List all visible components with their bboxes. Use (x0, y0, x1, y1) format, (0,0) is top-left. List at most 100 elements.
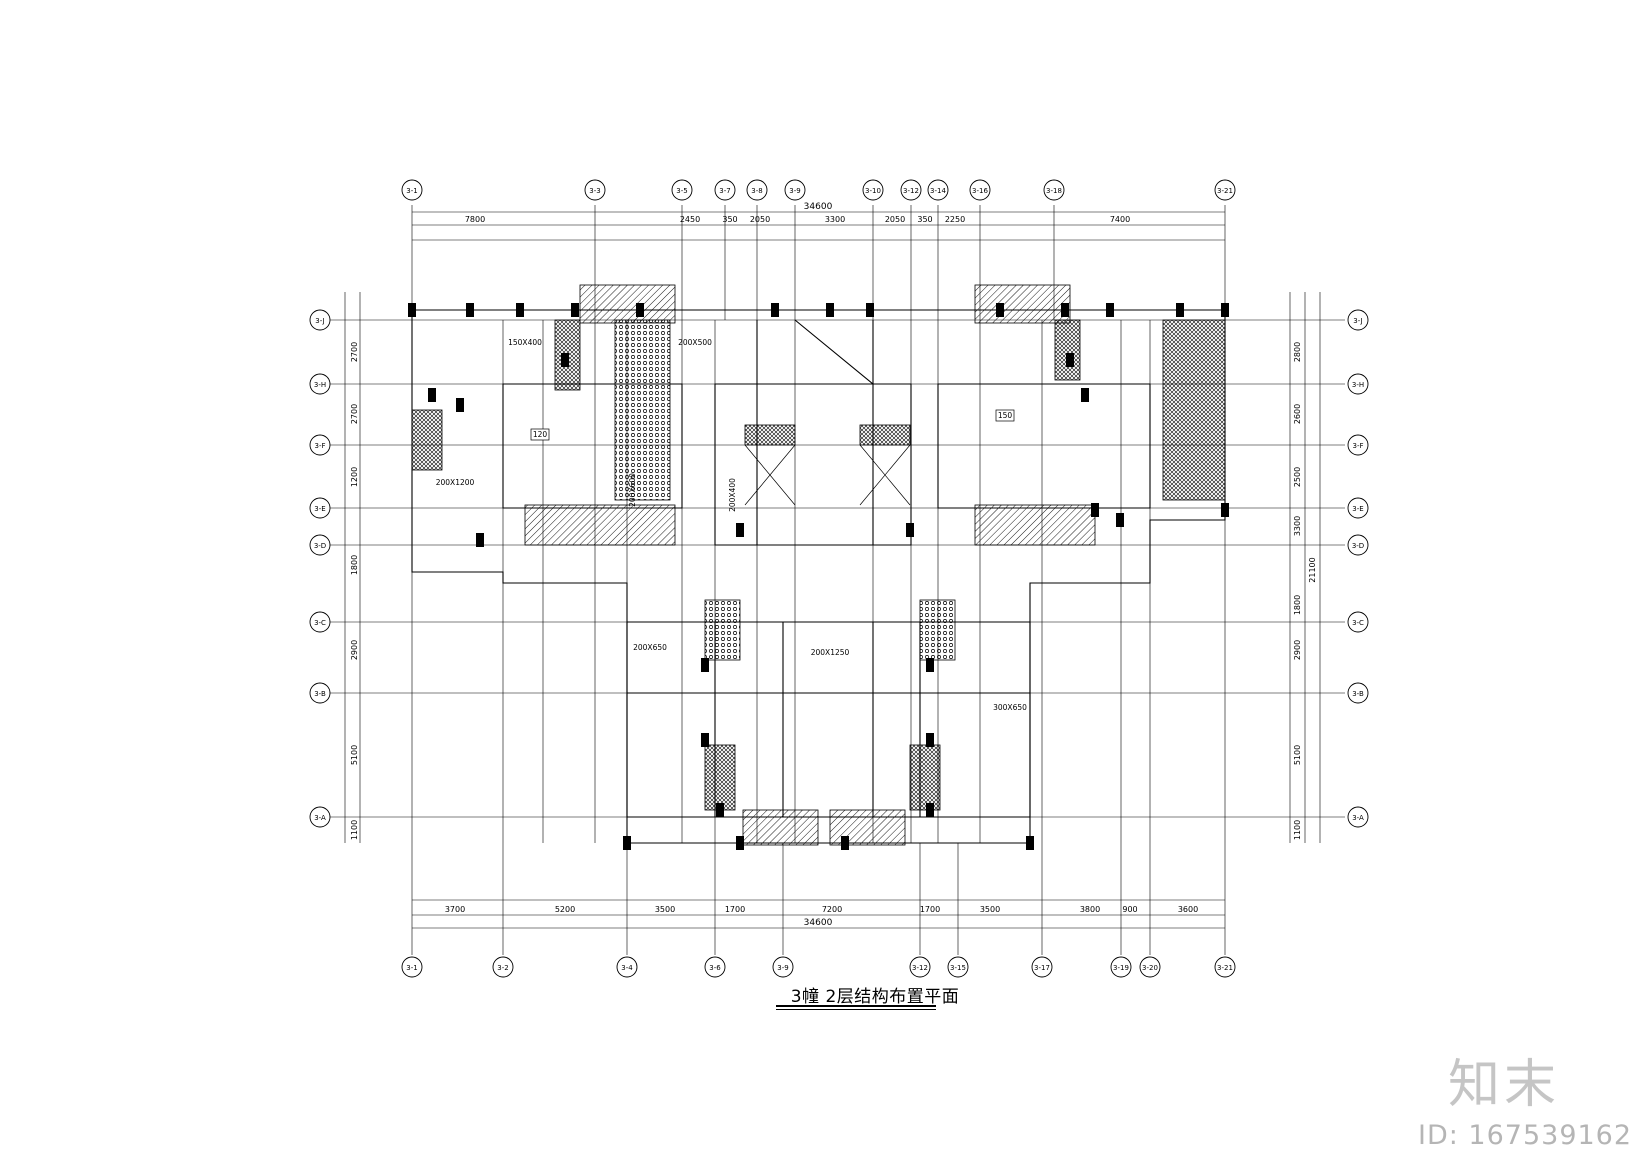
hatched-area-13 (411, 409, 443, 471)
beam-label-1: 200X500 (678, 338, 712, 347)
svg-text:3-14: 3-14 (930, 187, 946, 195)
watermark-id: ID: 167539162 (1418, 1120, 1633, 1151)
beam-label-5: 200X400 (728, 478, 737, 512)
right-dim-text-8: 1100 (1293, 820, 1302, 840)
axis-bubble-right-8: 3-A (1347, 806, 1369, 828)
axis-bubble-bottom-6: 3-12 (909, 956, 931, 978)
bottom-dim-text-10: 3600 (1178, 905, 1198, 914)
axis-bubble-top-5: 3-8 (746, 179, 768, 201)
axis-bubble-top-4: 3-7 (714, 179, 736, 201)
axis-bubble-top-11: 3-18 (1043, 179, 1065, 201)
top-dim-text-3: 350 (722, 215, 737, 224)
hatched-area-5 (742, 809, 819, 846)
column-29 (736, 836, 744, 850)
left-dim-text-3: 1200 (350, 467, 359, 487)
column-17 (561, 353, 569, 367)
svg-text:3-2: 3-2 (497, 964, 508, 972)
dimension-lines (344, 211, 1321, 929)
svg-text:3-B: 3-B (314, 690, 326, 698)
svg-text:3-15: 3-15 (950, 964, 966, 972)
svg-text:3-A: 3-A (1352, 814, 1364, 822)
svg-text:3-H: 3-H (1352, 381, 1364, 389)
svg-text:3-D: 3-D (314, 542, 326, 550)
right-dim-text-6: 2900 (1293, 640, 1302, 660)
outer-wall (411, 309, 1226, 844)
column-14 (428, 388, 436, 402)
bottom-dim-text-9: 900 (1122, 905, 1137, 914)
axis-bubble-bottom-8: 3-17 (1031, 956, 1053, 978)
axis-bubble-bottom-5: 3-9 (772, 956, 794, 978)
structural-columns (408, 303, 1229, 850)
axis-bubble-top-1: 3-1 (401, 179, 423, 201)
axis-bubble-top-8: 3-12 (900, 179, 922, 201)
svg-text:3-1: 3-1 (406, 187, 417, 195)
hatched-slab-areas (411, 284, 1226, 846)
right-dim-text-3: 2500 (1293, 467, 1302, 487)
svg-text:3-E: 3-E (1352, 505, 1363, 513)
axis-bubble-top-3: 3-5 (671, 179, 693, 201)
drawing-title: 3幢 2层结构布置平面 (790, 987, 960, 1007)
axis-bubble-right-1: 3-J (1347, 309, 1369, 331)
axis-bubble-left-3: 3-F (309, 434, 331, 456)
svg-text:3-E: 3-E (314, 505, 325, 513)
column-5 (636, 303, 644, 317)
beam-label-3: 200X1200 (436, 478, 475, 487)
svg-text:3-16: 3-16 (972, 187, 988, 195)
axis-bubble-left-5: 3-D (309, 534, 331, 556)
column-31 (1026, 836, 1034, 850)
right-dim-text-7: 5100 (1293, 745, 1302, 765)
axis-bubble-left-4: 3-E (309, 497, 331, 519)
column-25 (926, 733, 934, 747)
svg-text:3-20: 3-20 (1142, 964, 1158, 972)
hatched-area-4 (974, 504, 1096, 546)
hatched-area-17 (909, 744, 941, 811)
svg-text:3-21: 3-21 (1217, 187, 1233, 195)
axis-bubble-bottom-9: 3-19 (1110, 956, 1132, 978)
axis-bubble-top-2: 3-3 (584, 179, 606, 201)
bottom-dim-text-6: 1700 (920, 905, 940, 914)
svg-text:3-19: 3-19 (1113, 964, 1129, 972)
axis-bubble-right-6: 3-C (1347, 611, 1369, 633)
column-27 (926, 803, 934, 817)
bottom-dim-text-7: 3500 (980, 905, 1000, 914)
svg-text:3-17: 3-17 (1034, 964, 1050, 972)
hatched-area-8 (614, 319, 671, 501)
hatched-area-10 (919, 599, 956, 661)
svg-text:3-21: 3-21 (1217, 964, 1233, 972)
overall-bottom-dim: 34600 (804, 918, 833, 928)
axis-bubble-left-1: 3-J (309, 309, 331, 331)
hatched-area-1 (579, 284, 676, 324)
right-dim-text-5: 1800 (1293, 595, 1302, 615)
axis-bubble-bottom-11: 3-21 (1214, 956, 1236, 978)
svg-text:3-18: 3-18 (1046, 187, 1062, 195)
beam-label-6: 150X400 (508, 338, 542, 347)
axis-bubble-bottom-10: 3-20 (1139, 956, 1161, 978)
axis-bubble-bottom-1: 3-1 (401, 956, 423, 978)
svg-text:3-H: 3-H (314, 381, 326, 389)
hatched-area-2 (974, 284, 1071, 324)
column-10 (1061, 303, 1069, 317)
column-20 (1091, 503, 1099, 517)
axis-bubble-bottom-4: 3-6 (704, 956, 726, 978)
svg-text:3-C: 3-C (314, 619, 326, 627)
column-8 (866, 303, 874, 317)
column-6 (771, 303, 779, 317)
svg-text:3-12: 3-12 (903, 187, 919, 195)
right-dim-text-2: 2600 (1293, 404, 1302, 424)
axis-bubble-top-9: 3-14 (927, 179, 949, 201)
right-total-dim: 21100 (1308, 557, 1317, 582)
right-dim-text-1: 2800 (1293, 342, 1302, 362)
column-34 (906, 523, 914, 537)
left-dim-text-1: 2700 (350, 342, 359, 362)
column-15 (456, 398, 464, 412)
axis-bubble-top-6: 3-9 (784, 179, 806, 201)
top-dim-text-5: 3300 (825, 215, 845, 224)
top-dim-text-4: 2050 (750, 215, 770, 224)
axis-bubble-right-2: 3-H (1347, 373, 1369, 395)
column-11 (1106, 303, 1114, 317)
beam-label-4: 200X1250 (811, 648, 850, 657)
column-2 (466, 303, 474, 317)
bottom-dim-text-5: 7200 (822, 905, 842, 914)
left-dim-text-4: 1800 (350, 555, 359, 575)
